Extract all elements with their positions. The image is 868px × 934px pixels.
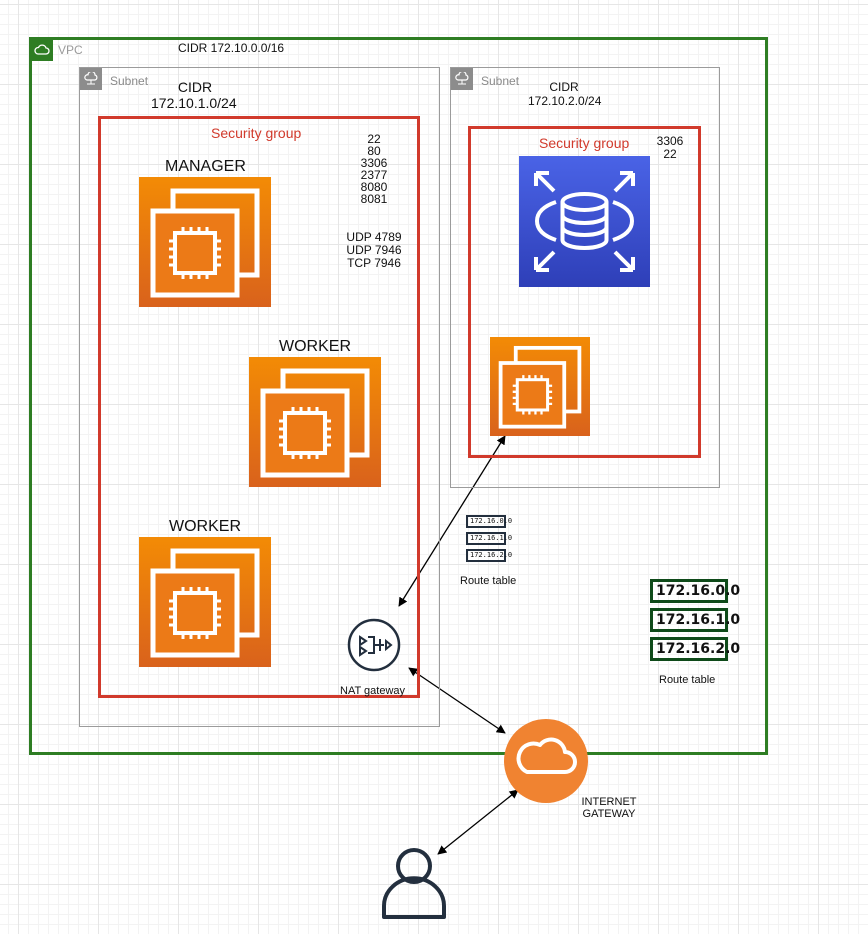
route-table-small-label: Route table <box>460 575 517 587</box>
route-table-small[interactable]: 172.16.0.0 172.16.1.0 172.16.2.0 <box>466 515 512 566</box>
port-item: 22 <box>367 132 381 146</box>
security-group-a-overlay-ports: UDP 4789 UDP 7946 TCP 7946 <box>340 231 408 270</box>
manager-ec2-icon[interactable] <box>139 177 271 307</box>
route-entry: 172.16.2.0 <box>466 549 512 562</box>
port-item: UDP 7946 <box>346 243 402 257</box>
arrow-nat-to-igw <box>408 667 506 734</box>
security-group-b-ports: 3306 22 <box>650 135 690 161</box>
port-item: 8081 <box>360 192 388 206</box>
vpc-container[interactable] <box>29 37 768 755</box>
security-group-a-label: Security group <box>211 125 302 141</box>
subnet-a-label: Subnet <box>110 74 149 88</box>
subnet-a-cidr-title: CIDR <box>177 79 213 95</box>
subnet-a-cidr: 172.10.1.0/24 <box>151 95 237 111</box>
subnet-b-cidr-title: CIDR <box>549 80 579 94</box>
subnet-a[interactable] <box>79 67 440 727</box>
vpc-cloud-icon <box>31 39 53 61</box>
port-item: 3306 <box>360 156 388 170</box>
worker-1-label: WORKER <box>279 338 351 355</box>
rds-database-icon[interactable] <box>519 156 650 287</box>
vpc-label: VPC <box>58 43 83 57</box>
port-item: 8080 <box>360 180 388 194</box>
subnet-b-cidr: 172.10.2.0/24 <box>528 94 602 108</box>
security-group-b-label: Security group <box>539 135 630 151</box>
port-item: 80 <box>367 144 381 158</box>
internet-gateway-icon[interactable] <box>503 718 589 804</box>
manager-label: MANAGER <box>165 158 246 175</box>
route-table-big[interactable]: 172.16.0.0 172.16.1.0 172.16.2.0 <box>650 579 740 666</box>
route-table-big-label: Route table <box>659 674 716 686</box>
security-group-a[interactable] <box>98 116 420 698</box>
route-entry: 172.16.0.0 <box>650 579 740 603</box>
route-entry: 172.16.1.0 <box>466 532 512 545</box>
route-entry: 172.16.0.0 <box>466 515 512 528</box>
subnet-b-cloud-icon <box>451 68 473 90</box>
subnet-b[interactable] <box>450 67 720 488</box>
nat-gateway-icon[interactable] <box>346 617 402 673</box>
arrow-nat-to-ec2 <box>398 435 506 607</box>
port-item: 3306 <box>656 134 684 148</box>
port-item: 22 <box>663 147 677 161</box>
security-group-b[interactable] <box>468 126 701 458</box>
vpc-cidr: CIDR 172.10.0.0/16 <box>178 41 285 55</box>
subnet-b-label: Subnet <box>481 74 520 88</box>
nat-gateway-label: NAT gateway <box>340 685 406 697</box>
port-item: TCP 7946 <box>347 256 401 270</box>
internet-gateway-label: INTERNET GATEWAY <box>574 796 644 820</box>
route-entry: 172.16.1.0 <box>650 608 740 632</box>
internet-gateway-label-line: GATEWAY <box>582 808 636 820</box>
route-entry: 172.16.2.0 <box>650 637 740 661</box>
user-icon[interactable] <box>380 846 448 920</box>
ec2-instance-icon[interactable] <box>490 337 590 436</box>
worker-2-ec2-icon[interactable] <box>139 537 271 667</box>
worker-1-ec2-icon[interactable] <box>249 357 381 487</box>
worker-2-label: WORKER <box>169 518 241 535</box>
security-group-a-ports: 22 80 3306 2377 8080 8081 <box>352 133 396 205</box>
subnet-a-cloud-icon <box>80 68 102 90</box>
port-item: UDP 4789 <box>346 230 402 244</box>
arrow-igw-to-user <box>437 789 519 855</box>
port-item: 2377 <box>360 168 388 182</box>
internet-gateway-label-line: INTERNET <box>581 796 637 808</box>
